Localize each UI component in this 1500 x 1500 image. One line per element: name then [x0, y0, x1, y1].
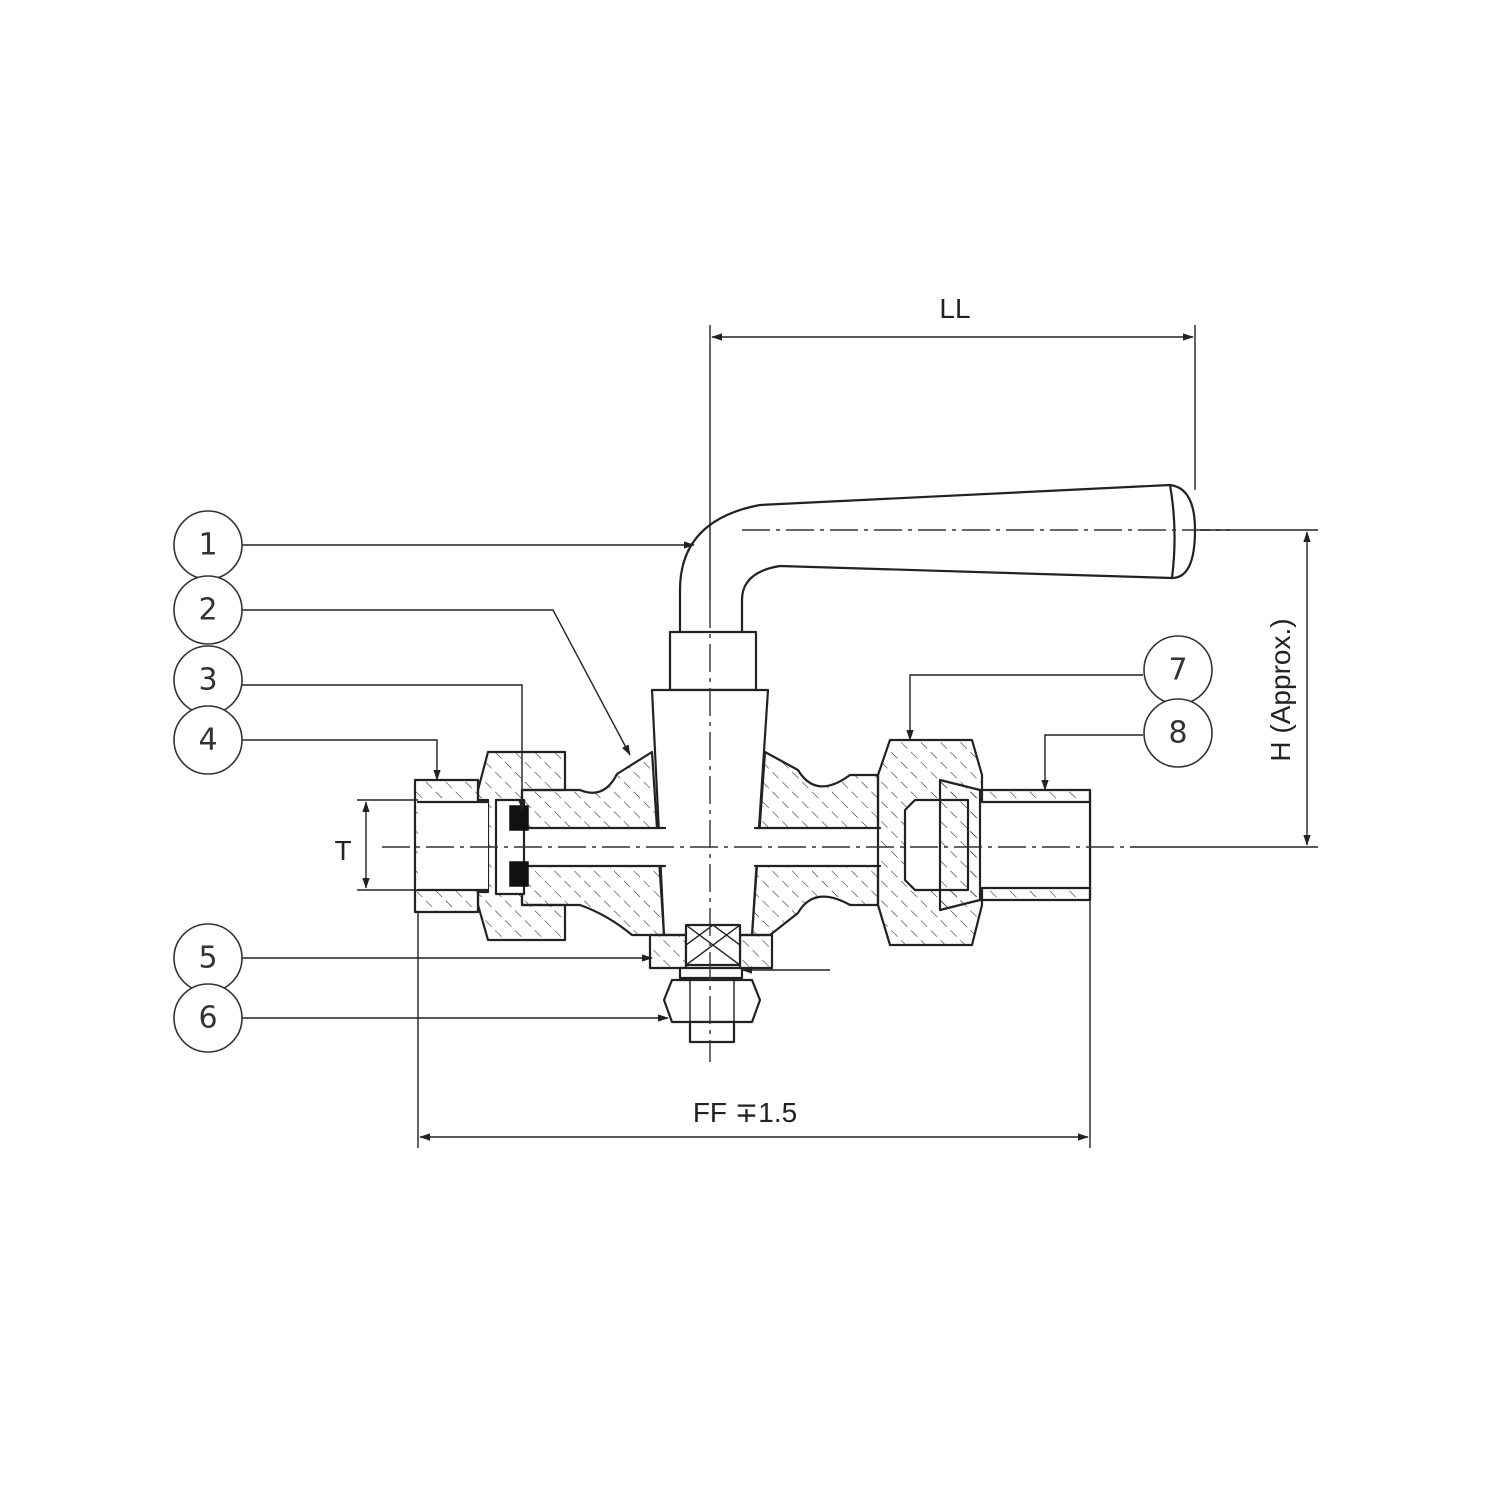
- svg-text:8: 8: [1168, 716, 1187, 751]
- right-union: [876, 738, 1092, 947]
- callout-2: 2: [173, 575, 243, 645]
- callout-6: 6: [173, 983, 243, 1053]
- bottom-packing: [648, 923, 774, 1044]
- svg-text:7: 7: [1168, 653, 1187, 688]
- svg-text:1: 1: [198, 528, 217, 563]
- svg-text:4: 4: [198, 723, 217, 758]
- dim-ff-label: FF ∓1.5: [693, 1097, 797, 1128]
- left-union: [413, 750, 567, 942]
- svg-text:5: 5: [198, 941, 217, 976]
- callout-8: 8: [1143, 698, 1213, 768]
- leader-lines: [242, 541, 1143, 1022]
- callout-4: 4: [173, 705, 243, 775]
- dimension-h: [1130, 529, 1318, 848]
- dimension-ll: [709, 325, 1196, 600]
- svg-text:3: 3: [198, 663, 217, 698]
- dim-h-label: H (Approx.): [1265, 618, 1296, 761]
- center-lines: [382, 529, 1230, 1062]
- callout-1: 1: [173, 510, 243, 580]
- svg-text:2: 2: [198, 593, 217, 628]
- dimension-t: [357, 799, 418, 891]
- valve-body: [520, 688, 882, 937]
- callout-7: 7: [1143, 635, 1213, 705]
- dim-ll-label: LL: [939, 293, 970, 324]
- dim-t-label: T: [334, 835, 351, 866]
- callout-3: 3: [173, 645, 243, 715]
- callout-5: 5: [173, 923, 243, 993]
- svg-text:6: 6: [198, 1001, 217, 1036]
- lever-handle: [668, 483, 1197, 692]
- dimension-ff: [417, 900, 1091, 1148]
